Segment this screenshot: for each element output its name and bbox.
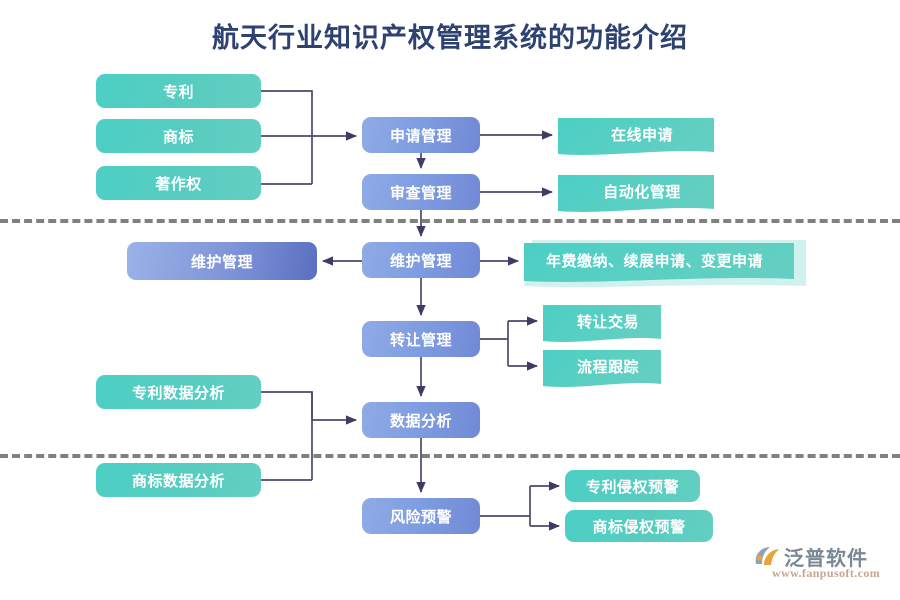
page-title: 航天行业知识产权管理系统的功能介绍 [212, 23, 688, 53]
node-label: 著作权 [155, 175, 202, 193]
node-patent[interactable]: 专利 [96, 74, 261, 108]
node-review-management[interactable]: 审查管理 [362, 174, 480, 210]
node-trademark-data-analysis[interactable]: 商标数据分析 [96, 463, 261, 497]
node-online-application[interactable]: 在线申请 [558, 115, 726, 163]
node-maintenance-management-left[interactable]: 维护管理 [127, 242, 317, 280]
node-transfer-management[interactable]: 转让管理 [362, 321, 480, 357]
node-label: 维护管理 [190, 253, 253, 271]
node-trademark-infringement-warning[interactable]: 商标侵权预警 [565, 510, 713, 542]
node-application-management[interactable]: 申请管理 [362, 117, 480, 153]
node-patent-infringement-warning[interactable]: 专利侵权预警 [565, 470, 700, 502]
node-label: 专利侵权预警 [585, 478, 679, 496]
node-copyright[interactable]: 著作权 [96, 166, 261, 200]
ribbon-shape [524, 240, 806, 288]
node-label: 维护管理 [389, 252, 452, 270]
ribbon-shape [558, 175, 714, 212]
watermark-url: www.fanpusoft.com [772, 566, 881, 580]
node-label: 风险预警 [389, 508, 452, 526]
node-label: 专利数据分析 [131, 384, 225, 402]
section-divider-2 [0, 454, 900, 458]
node-label: 审查管理 [389, 184, 452, 202]
ribbon-shape [543, 305, 661, 342]
node-label: 申请管理 [389, 127, 452, 145]
ribbon-shape [543, 350, 661, 387]
ribbon-shape [558, 118, 714, 155]
node-process-tracking[interactable]: 流程跟踪 [543, 347, 673, 395]
node-fee-renewal-change[interactable]: 年费缴纳、续展申请、变更申请 [524, 240, 806, 290]
node-transfer-trading[interactable]: 转让交易 [543, 302, 673, 350]
node-label: 商标 [162, 128, 194, 146]
node-patent-data-analysis[interactable]: 专利数据分析 [96, 375, 261, 409]
node-label: 商标数据分析 [131, 472, 225, 490]
node-label: 数据分析 [389, 412, 452, 430]
node-maintenance-management[interactable]: 维护管理 [362, 242, 480, 278]
section-divider-1 [0, 219, 900, 223]
node-automated-management[interactable]: 自动化管理 [558, 172, 726, 220]
node-data-analysis[interactable]: 数据分析 [362, 402, 480, 438]
node-label: 转让管理 [389, 331, 452, 349]
watermark: 泛普软件 www.fanpusoft.com [752, 542, 892, 588]
node-trademark[interactable]: 商标 [96, 119, 261, 153]
node-label: 专利 [162, 83, 194, 101]
node-risk-warning[interactable]: 风险预警 [362, 498, 480, 534]
fanpu-logo-icon [755, 547, 779, 565]
node-label: 商标侵权预警 [592, 518, 686, 536]
watermark-brand: 泛普软件 [784, 548, 868, 570]
